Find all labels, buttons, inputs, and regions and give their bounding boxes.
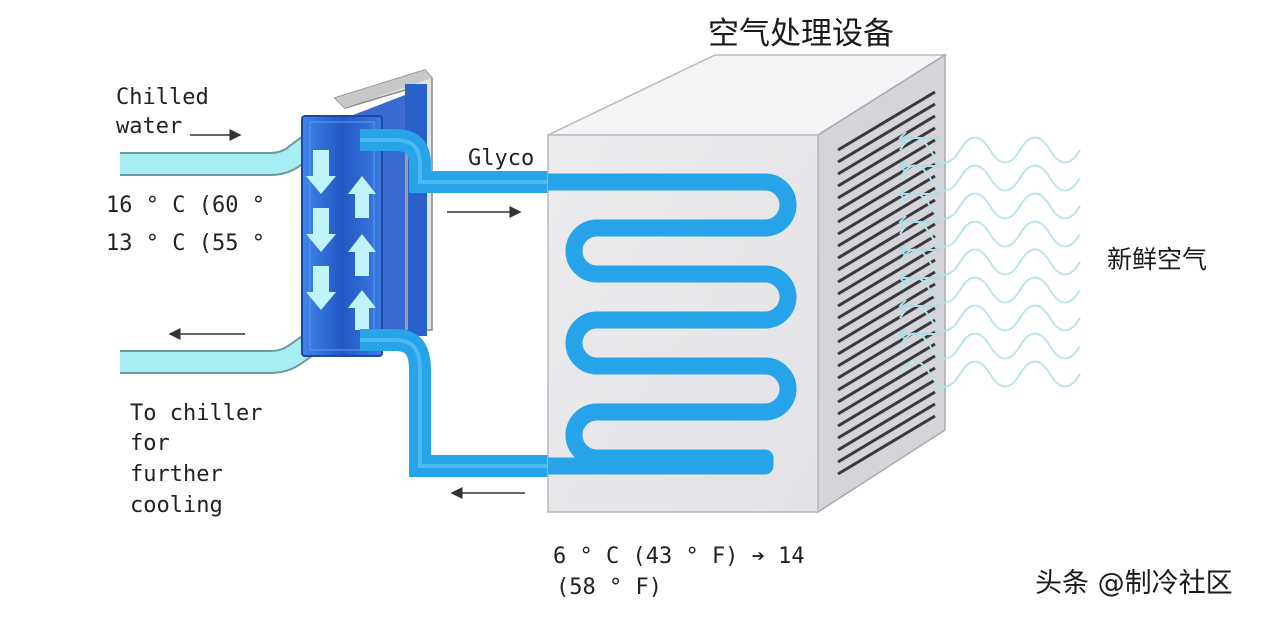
return-temp-label: 13 ° C (55 ° (106, 231, 265, 256)
to-chiller-label-line2: for (130, 431, 170, 456)
air-inflow-arrows (898, 131, 940, 341)
to-chiller-label-line3: further (130, 462, 223, 487)
supply-temp-label: 16 ° C (60 ° (106, 193, 265, 218)
air-handling-unit (547, 53, 948, 514)
glycol-return-pipe (360, 329, 552, 477)
fresh-air-label: 新鲜空气 (1107, 245, 1207, 274)
glyco-label: Glyco (468, 146, 534, 171)
plate-heat-exchanger (301, 69, 433, 357)
up-arrow-icon (348, 176, 376, 330)
to-chiller-label-line4: cooling (130, 493, 223, 518)
arrow-icon (168, 129, 525, 499)
coil-temp-label-line2: (58 ° F) (556, 575, 662, 600)
air-intake-louvres (837, 90, 936, 476)
cooling-coil (548, 173, 797, 475)
wave-icon (899, 136, 1081, 388)
to-chiller-label-line1: To chiller (130, 401, 262, 426)
down-arrow-icon (306, 150, 336, 310)
chilled-water-label-line1: Chilled (116, 85, 209, 110)
glycol-supply-pipe (360, 129, 552, 193)
chilled-water-label-line2: water (116, 114, 182, 139)
watermark: 头条 @制冷社区 (1035, 568, 1233, 599)
ahu-title: 空气处理设备 (708, 16, 894, 52)
coil-temp-label-line1: 6 ° C (43 ° F) ➔ 14 (553, 544, 805, 569)
